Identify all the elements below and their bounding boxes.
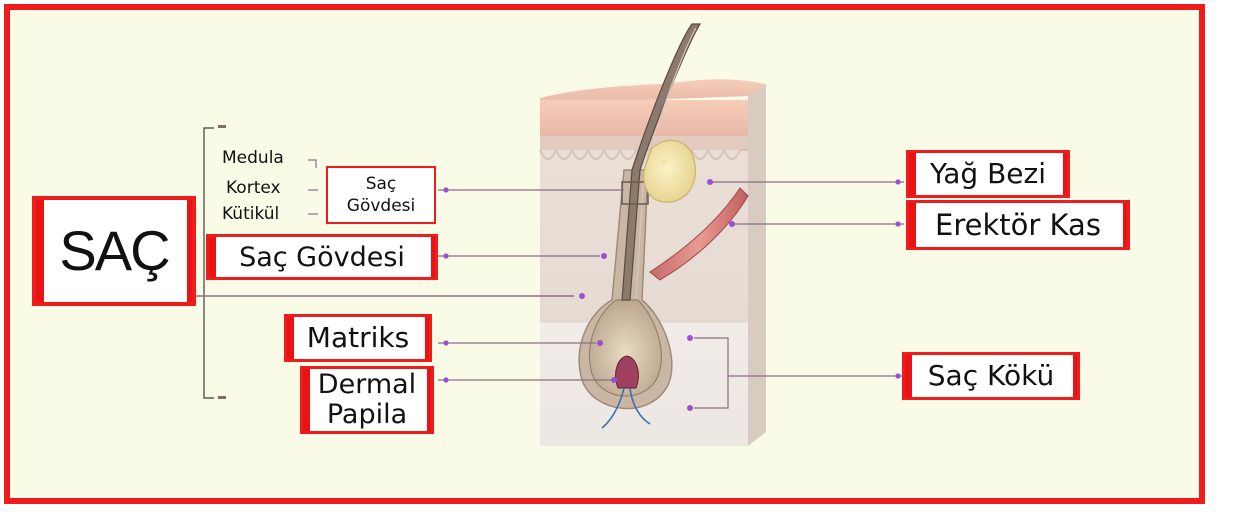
layer-kortex: Kortex [226, 180, 281, 197]
yag-bezi-box: Yağ Bezi [906, 150, 1070, 198]
sac-govdesi-small-line1: Saç [366, 173, 397, 195]
sac-koku-box: Saç Kökü [902, 352, 1080, 400]
sebaceous-gland [644, 140, 696, 202]
sac-govdesi-box: Saç Gövdesi [206, 234, 438, 280]
epidermis [540, 100, 748, 136]
erektor-kas-box: Erektör Kas [906, 200, 1130, 250]
matriks-label: Matriks [307, 324, 409, 352]
sac-koku-label: Saç Kökü [928, 362, 1054, 390]
sac-govdesi-small-box: Saç Gövdesi [326, 166, 436, 224]
layer-connectors [308, 160, 318, 214]
dermal-papila-box: Dermal Papila [300, 366, 434, 434]
sac-govdesi-small-line2: Gövdesi [347, 195, 415, 217]
skin-right-side [748, 84, 766, 446]
layer-kutikul: Kütikül [222, 206, 279, 223]
sac-govdesi-label: Saç Gövdesi [239, 244, 405, 271]
sac-title-box: SAÇ [32, 196, 196, 306]
layer-medula: Medula [222, 150, 284, 167]
yag-bezi-label: Yağ Bezi [930, 160, 1046, 188]
dermal-label-line2: Papila [327, 400, 407, 430]
erektor-kas-label: Erektör Kas [935, 211, 1101, 240]
matriks-box: Matriks [284, 314, 432, 362]
sac-title: SAÇ [59, 223, 168, 279]
dermal-label-line1: Dermal [318, 370, 416, 400]
